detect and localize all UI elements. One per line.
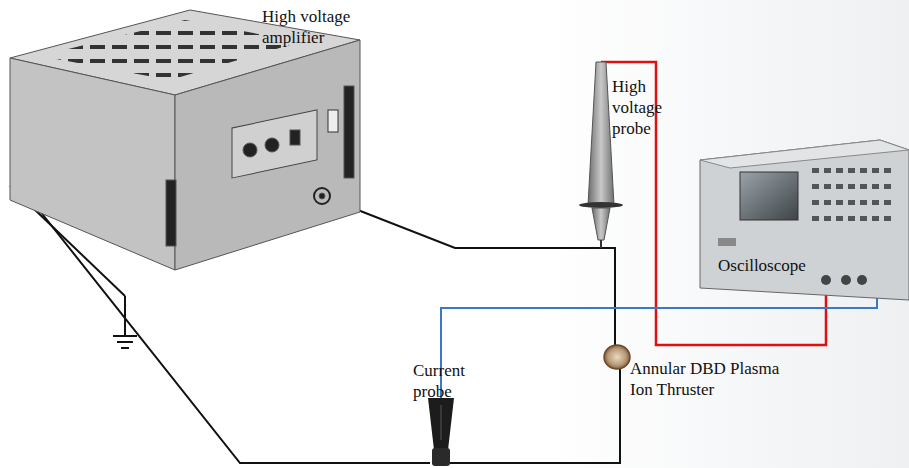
scope-button (884, 200, 891, 205)
scope-button (848, 184, 855, 189)
scope-button (824, 184, 831, 189)
scope-button (812, 200, 819, 205)
scope-button (848, 168, 855, 173)
scope-button (860, 184, 867, 189)
probe-label: High voltage probe (612, 76, 674, 139)
scope-button (884, 216, 891, 221)
scope-label: Oscilloscope (718, 255, 828, 276)
amplifier-label: High voltage amplifier (262, 6, 402, 48)
thruster-label: Annular DBD Plasma Ion Thruster (630, 358, 805, 400)
current-probe-illustration (428, 398, 454, 466)
current-probe-label: Current probe (413, 360, 485, 402)
scope-button (812, 216, 819, 221)
thruster-disc (604, 345, 630, 369)
scope-button (860, 168, 867, 173)
scope-button (884, 168, 891, 173)
scope-button (860, 200, 867, 205)
scope-button (872, 216, 879, 221)
oscilloscope-illustration (700, 140, 909, 300)
scope-button (836, 168, 843, 173)
scope-button (884, 184, 891, 189)
scope-button (836, 200, 843, 205)
scope-button (836, 216, 843, 221)
scope-button (848, 216, 855, 221)
scope-button (848, 200, 855, 205)
scope-button (824, 216, 831, 221)
amplifier-illustration (10, 10, 360, 270)
scope-button (824, 168, 831, 173)
scope-button (812, 168, 819, 173)
scope-button (836, 184, 843, 189)
ground-symbol (113, 296, 137, 348)
scope-button (812, 184, 819, 189)
scope-button (872, 184, 879, 189)
scope-button (872, 168, 879, 173)
scope-button (824, 200, 831, 205)
scope-button (860, 216, 867, 221)
scope-button (872, 200, 879, 205)
